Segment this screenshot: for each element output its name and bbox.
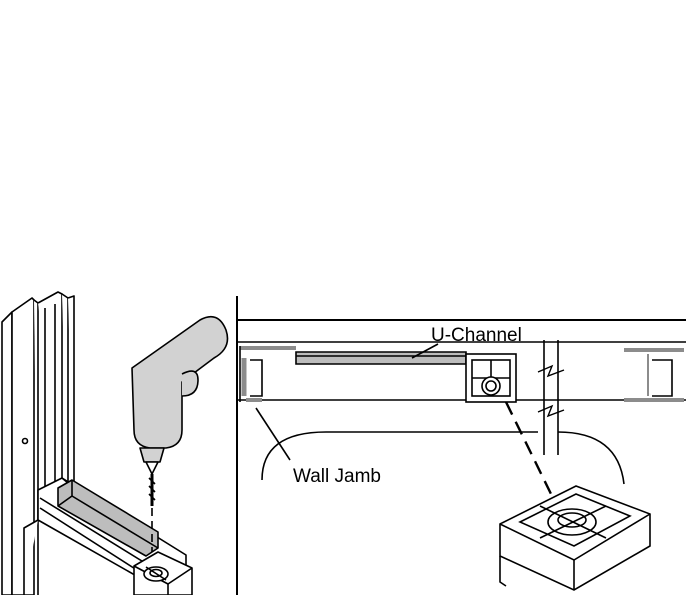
right-wall-jamb [624, 348, 684, 402]
header-corner-block [465, 353, 517, 403]
corner-block-icon [499, 485, 651, 591]
u-channel-label: U-Channel [431, 325, 522, 346]
floor-curve [261, 431, 538, 481]
right-panel [237, 319, 686, 591]
left-wall-jamb [239, 346, 296, 402]
detail-leader [504, 401, 554, 497]
break-symbol [537, 340, 565, 455]
drill-icon [131, 315, 229, 552]
u-channel-bar [295, 351, 467, 365]
sill-u-channel [57, 479, 159, 557]
sill-corner-block [133, 551, 193, 595]
side-jamb [1, 291, 75, 595]
wall-jamb-leader [255, 407, 291, 461]
floor-curve-right [557, 431, 625, 485]
wall-jamb-label: Wall Jamb [293, 466, 381, 487]
left-panel [1, 291, 229, 595]
u-channel-leader [411, 343, 439, 359]
